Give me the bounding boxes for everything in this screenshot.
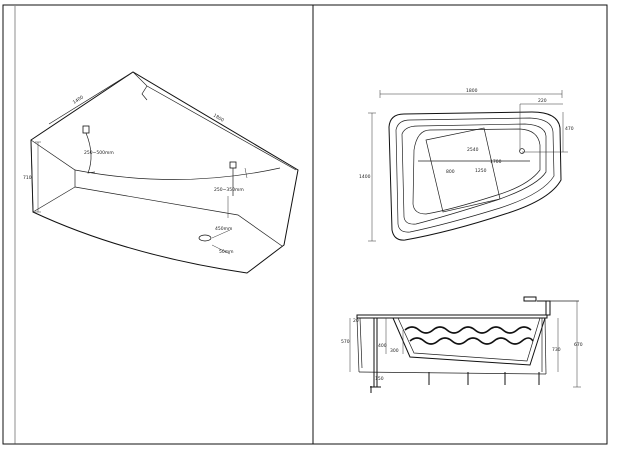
iso-dim-range-1: 250~500mm	[84, 150, 114, 156]
iso-dim-drain-1: 450mm	[215, 226, 232, 232]
iso-dim-range-2: 250~350mm	[214, 187, 244, 193]
iso-dim-width: 1400	[72, 94, 85, 105]
plan-dim-faucet-x: 220	[538, 98, 547, 104]
side-dim-rim: 20	[353, 318, 359, 324]
outer-frame	[2, 4, 608, 445]
isometric-view: 1400 1800 710 250~500mm 250~350mm 450mm …	[23, 71, 299, 274]
plan-dim-inner-width: 800	[446, 169, 455, 175]
iso-dim-length: 1800	[212, 113, 225, 124]
side-dim-total-height: 670	[574, 342, 583, 348]
plan-drain	[519, 148, 525, 154]
water-wave-bottom	[409, 337, 534, 345]
side-dim-body: 570	[341, 339, 350, 345]
plan-dim-inner-length-2: 1700	[490, 159, 502, 165]
plan-dim-overall-width: 1400	[359, 174, 371, 180]
plan-dim-faucet-y: 470	[565, 126, 574, 132]
plan-dim-inner-length-1: 2540	[467, 147, 479, 153]
plan-dim-inner-length-3: 1250	[475, 168, 487, 174]
side-dim-water-depth: 300	[390, 348, 399, 354]
water-wave-top	[404, 326, 532, 334]
side-dim-overall-height: 730	[552, 347, 561, 353]
drain-outlet	[198, 234, 212, 242]
overflow-fitting	[82, 125, 90, 134]
iso-dim-drain-2: 50mm	[219, 249, 234, 255]
faucet-fitting	[229, 161, 237, 169]
side-elevation-view: 20 570 400 300 670 730 150	[341, 296, 583, 393]
plan-view: 1800 1400 220 470 800 2540 1700 1250	[359, 88, 574, 242]
side-dim-inner-depth: 400	[378, 343, 387, 349]
plan-dim-overall-length: 1800	[466, 88, 478, 94]
iso-dim-height: 710	[23, 175, 32, 181]
side-dim-foot: 150	[375, 376, 384, 382]
